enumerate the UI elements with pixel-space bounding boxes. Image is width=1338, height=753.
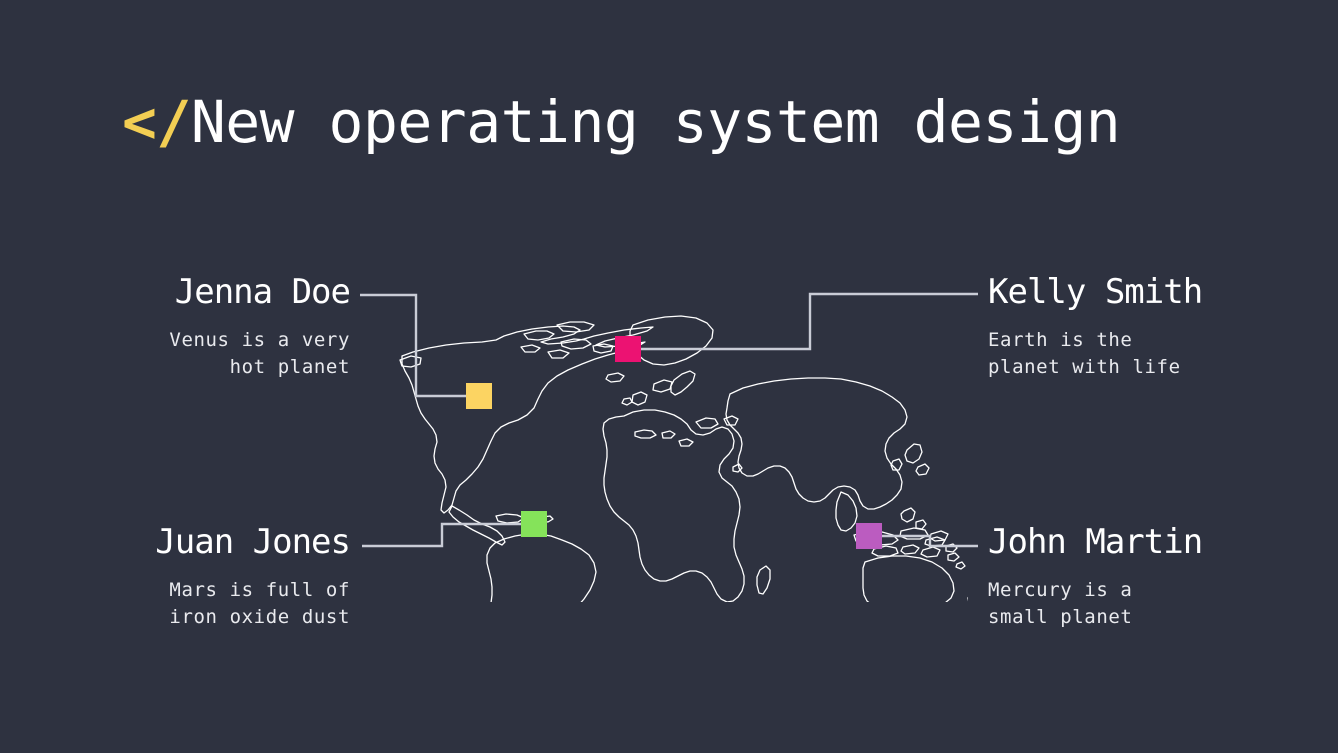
entry-name-juan-jones: Juan Jones	[155, 522, 351, 562]
page-title-text: New operating system design	[190, 88, 1121, 156]
map-marker-juan-jones[interactable]	[521, 511, 547, 537]
code-bracket-accent: </	[122, 88, 191, 156]
map-marker-john-martin[interactable]	[856, 523, 882, 549]
entry-name-jenna-doe: Jenna Doe	[174, 272, 351, 312]
map-marker-jenna-doe[interactable]	[466, 383, 492, 409]
world-map	[398, 296, 968, 602]
map-marker-kelly-smith[interactable]	[615, 336, 641, 362]
page-title: </New operating system design	[122, 93, 1121, 151]
entry-name-kelly-smith: Kelly Smith	[988, 272, 1203, 312]
entry-name-john-martin: John Martin	[988, 522, 1203, 562]
